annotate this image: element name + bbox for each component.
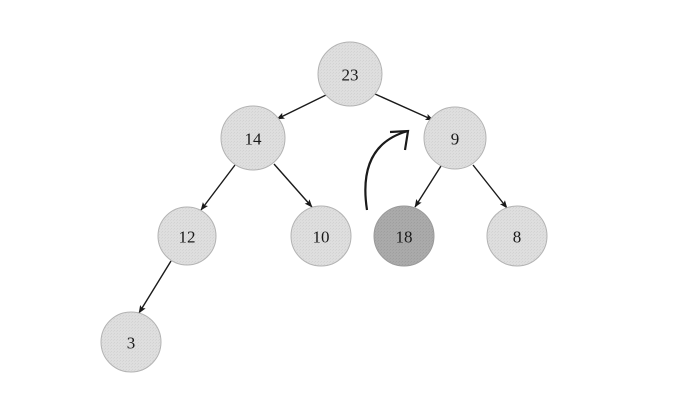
nodes-layer: 23 14 9 12 10 18 8 3 xyxy=(100,41,548,373)
tree-edge-n9-n8 xyxy=(472,164,508,209)
node-label: 23 xyxy=(342,66,359,85)
tree-node-14[interactable]: 14 xyxy=(220,105,286,171)
tree-edge-n23-n9 xyxy=(374,93,434,121)
tree-node-18[interactable]: 18 xyxy=(373,205,435,267)
node-circle xyxy=(157,206,217,266)
node-circle xyxy=(220,105,286,171)
node-circle xyxy=(317,41,383,107)
tree-edge-n12-n3 xyxy=(138,260,172,314)
tree-node-23[interactable]: 23 xyxy=(317,41,383,107)
node-circle xyxy=(100,311,162,373)
node-label: 14 xyxy=(245,130,263,149)
curved-arrow-path xyxy=(364,129,409,211)
tree-node-9[interactable]: 9 xyxy=(423,106,487,170)
node-label: 8 xyxy=(513,228,522,247)
node-circle xyxy=(486,205,548,267)
curved-arrow-head-icon xyxy=(389,129,410,151)
tree-edge-n9-n18 xyxy=(414,165,442,208)
node-label: 12 xyxy=(179,228,196,247)
tree-edge-n14-n10 xyxy=(273,163,313,208)
tree-node-3[interactable]: 3 xyxy=(100,311,162,373)
tree-node-10[interactable]: 10 xyxy=(290,205,352,267)
node-label: 10 xyxy=(313,228,330,247)
node-label: 18 xyxy=(396,228,413,247)
curved-arrow-layer xyxy=(364,129,410,211)
tree-edge-n14-n12 xyxy=(200,164,236,211)
node-circle xyxy=(423,106,487,170)
tree-edge-n23-n14 xyxy=(276,94,327,120)
node-label: 9 xyxy=(451,130,460,149)
tree-node-8[interactable]: 8 xyxy=(486,205,548,267)
edges-layer xyxy=(138,93,508,314)
node-circle xyxy=(290,205,352,267)
tree-node-12[interactable]: 12 xyxy=(157,206,217,266)
node-circle xyxy=(373,205,435,267)
node-label: 3 xyxy=(127,334,136,353)
